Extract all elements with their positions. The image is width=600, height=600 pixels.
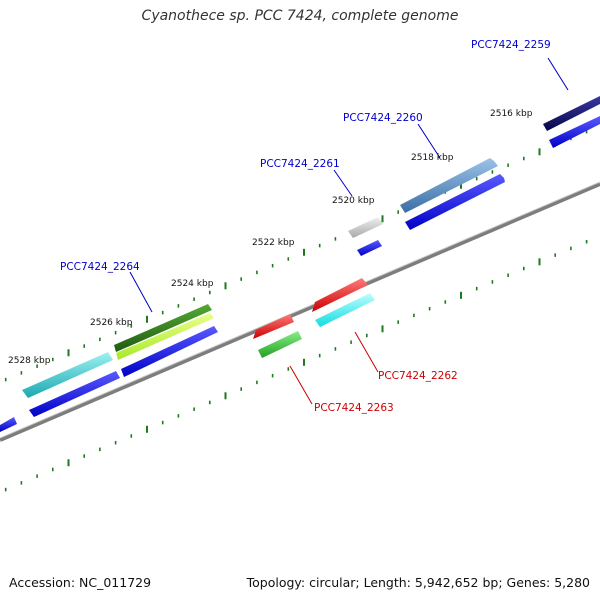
- callout-line-2262: [354, 331, 379, 373]
- kbp-label-2520: 2520 kbp: [332, 196, 375, 206]
- gene-block-2263[interactable]: [258, 331, 302, 358]
- kbp-label-2524: 2524 kbp: [171, 279, 214, 289]
- genome-summary-text: Topology: circular; Length: 5,942,652 bp…: [246, 575, 590, 590]
- gene-label-2261[interactable]: PCC7424_2261: [260, 158, 340, 170]
- genome-backbone-highlight: [0, 181, 600, 439]
- gene-block-red-small[interactable]: [253, 314, 294, 339]
- kbp-label-2522: 2522 kbp: [252, 238, 295, 248]
- callout-line-2264: [129, 271, 153, 313]
- callout-line-2259: [547, 57, 569, 91]
- gene-block-left-edge[interactable]: [0, 417, 17, 432]
- gene-block-2262[interactable]: [312, 278, 375, 327]
- gene-block-2264[interactable]: [114, 304, 218, 377]
- genome-backbone: [0, 182, 600, 442]
- gene-label-2264[interactable]: PCC7424_2264: [60, 261, 140, 273]
- gene-block-2260[interactable]: [400, 158, 505, 230]
- kbp-label-2516: 2516 kbp: [490, 109, 533, 119]
- callout-line-2260: [417, 123, 441, 159]
- map-title: Cyanothece sp. PCC 7424, complete genome: [141, 8, 459, 24]
- callout-line-2261: [333, 169, 353, 197]
- kbp-label-2528: 2528 kbp: [8, 356, 51, 366]
- callout-line-2263: [289, 365, 313, 405]
- gene-label-2260[interactable]: PCC7424_2260: [343, 112, 423, 124]
- kbp-label-2526: 2526 kbp: [90, 318, 133, 328]
- gene-label-2262[interactable]: PCC7424_2262: [378, 370, 458, 382]
- gene-block-2261[interactable]: [348, 217, 383, 256]
- lower-tick-track: [4, 239, 588, 492]
- gene-block-cyan[interactable]: [22, 352, 120, 417]
- gene-block-2259[interactable]: [543, 96, 600, 148]
- gene-label-2259[interactable]: PCC7424_2259: [471, 39, 551, 51]
- gene-label-2263[interactable]: PCC7424_2263: [314, 402, 394, 414]
- kbp-label-2518: 2518 kbp: [411, 153, 454, 163]
- accession-text: Accession: NC_011729: [9, 575, 152, 590]
